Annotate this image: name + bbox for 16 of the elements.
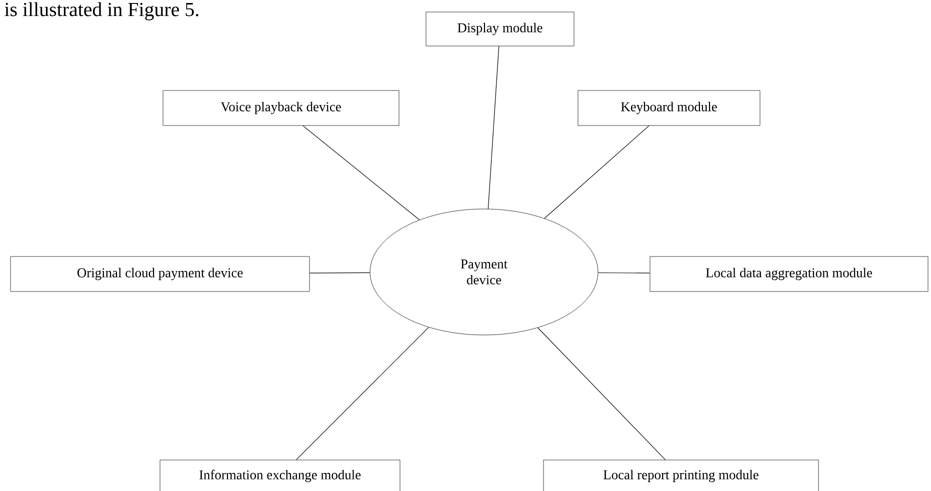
connector-line (309, 272, 370, 274)
module-box: Information exchange module (160, 460, 400, 491)
connector-line (302, 125, 420, 220)
module-box: Original cloud payment device (10, 256, 310, 292)
module-box: Local data aggregation module (650, 256, 928, 292)
caption-text: is illustrated in Figure 5. (4, 2, 198, 20)
connector-line (488, 46, 500, 210)
connector-line (544, 125, 650, 219)
connector-line (296, 327, 429, 460)
ellipse-node: Payment device (370, 208, 598, 336)
module-box: Voice playback device (162, 90, 400, 126)
module-box: Local report printing module (543, 460, 819, 491)
module-box: Display module (426, 12, 574, 46)
connector-line (598, 272, 650, 274)
module-box: Keyboard module (578, 90, 760, 126)
connector-line (538, 327, 666, 460)
